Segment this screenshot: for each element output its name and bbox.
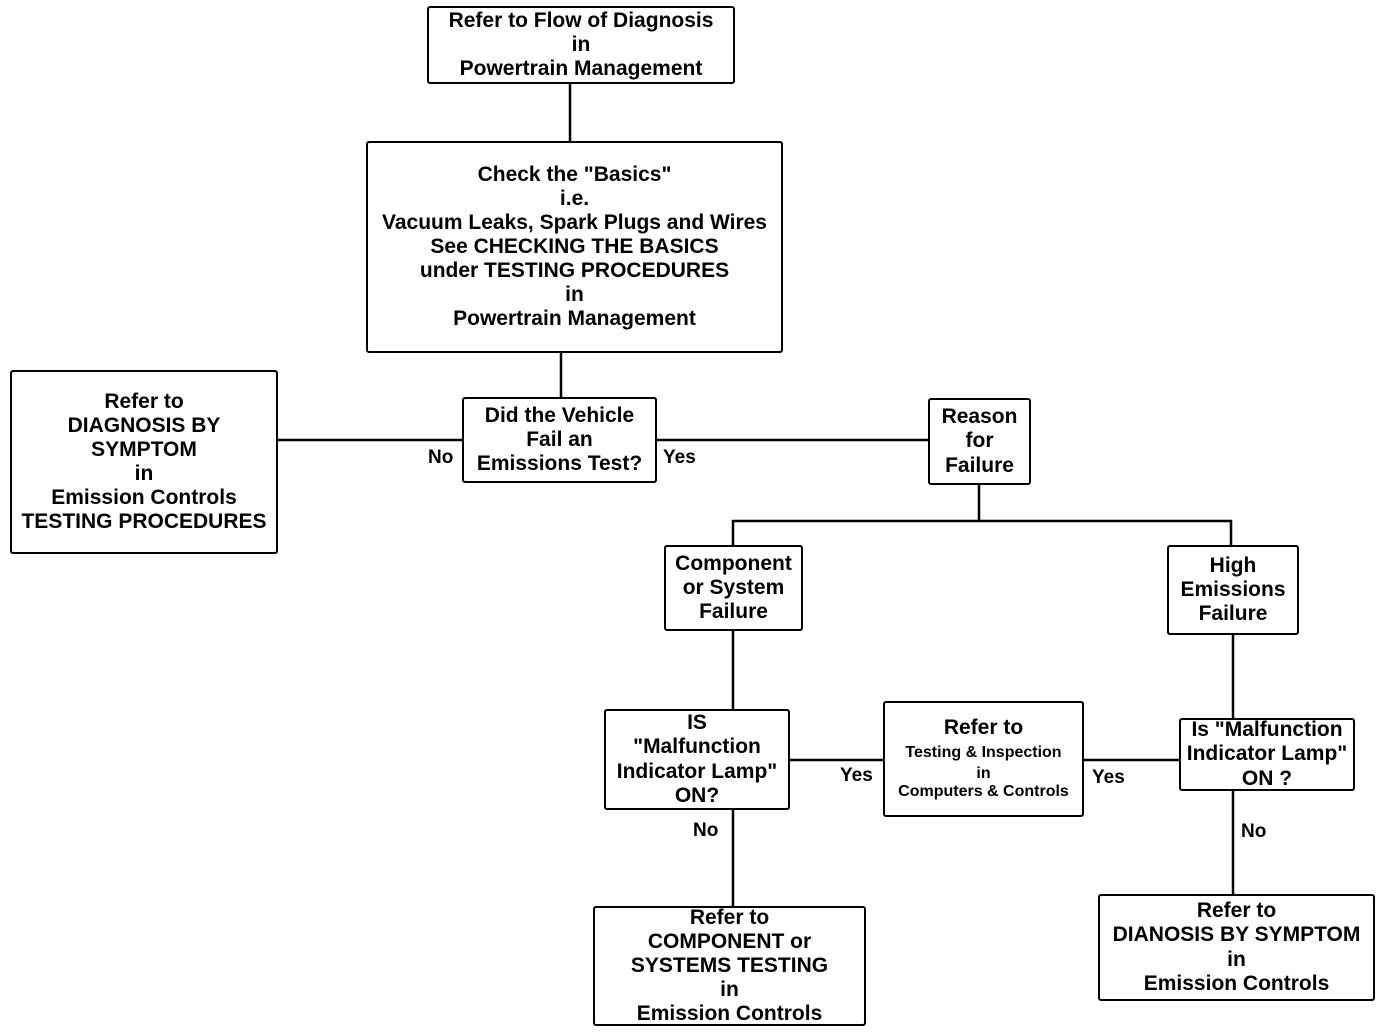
node-testing-inspection: Refer to Testing & Inspection in Compute… bbox=[883, 701, 1084, 817]
label-no-left: No bbox=[428, 447, 454, 468]
node-component-failure: Component or System Failure bbox=[664, 545, 803, 631]
label-yes-fail: Yes bbox=[663, 447, 696, 468]
node-reason: Reason for Failure bbox=[928, 398, 1031, 485]
label-yes-mil-left: Yes bbox=[840, 765, 873, 786]
label-no-mil-right: No bbox=[1241, 821, 1267, 842]
node-mil-right: Is "Malfunction Indicator Lamp" ON ? bbox=[1179, 718, 1355, 791]
node-start: Refer to Flow of Diagnosis in Powertrain… bbox=[427, 6, 735, 84]
node-symptom-left: Refer to DIAGNOSIS BY SYMPTOM in Emissio… bbox=[10, 370, 278, 554]
node-symptom-right: Refer to DIANOSIS BY SYMPTOM in Emission… bbox=[1098, 894, 1375, 1001]
node-basics: Check the "Basics" i.e. Vacuum Leaks, Sp… bbox=[366, 141, 783, 353]
node-component-testing: Refer to COMPONENT or SYSTEMS TESTING in… bbox=[593, 906, 866, 1026]
label-yes-mil-right: Yes bbox=[1092, 767, 1125, 788]
node-high-emissions: High Emissions Failure bbox=[1167, 545, 1299, 635]
node-fail-test: Did the Vehicle Fail an Emissions Test? bbox=[462, 397, 657, 483]
label-no-mil-left: No bbox=[693, 820, 719, 841]
node-mil-left: IS "Malfunction Indicator Lamp" ON? bbox=[604, 709, 790, 810]
edge-reason-branch bbox=[731, 519, 1233, 546]
